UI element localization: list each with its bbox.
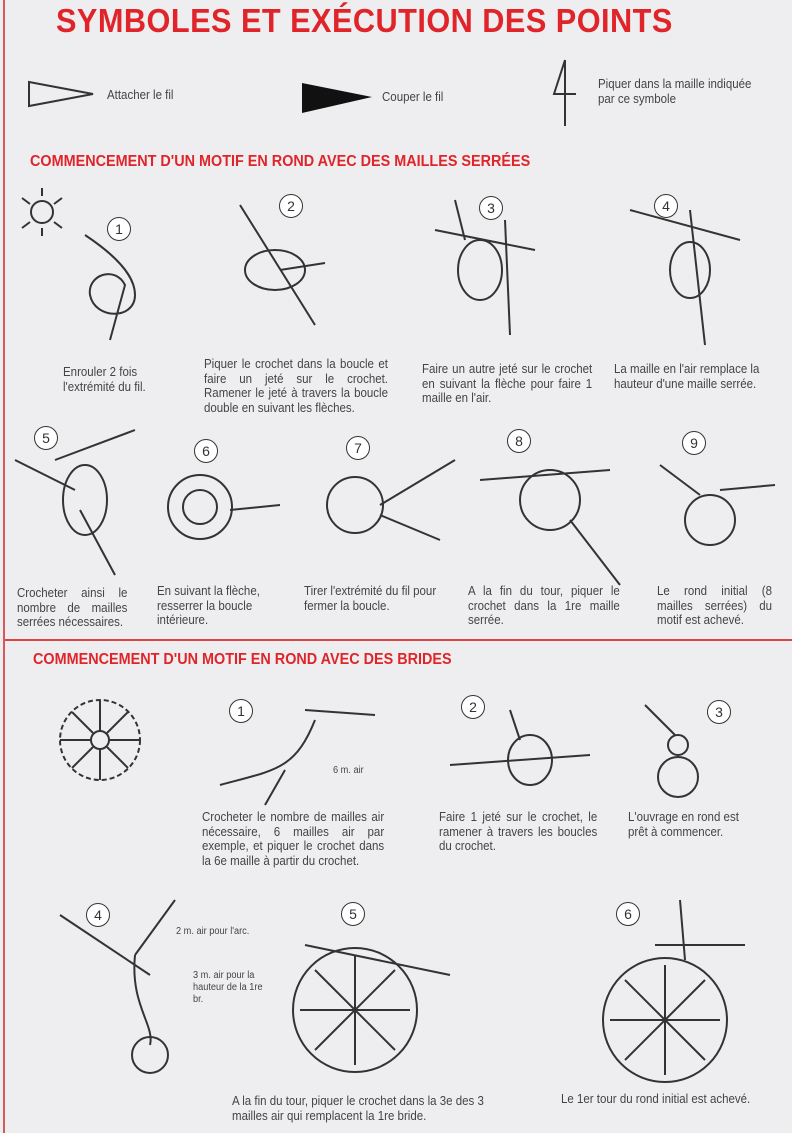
outline-triangle-icon: [28, 80, 94, 108]
step-caption: Tirer l'extrémité du fil pour fermer la …: [304, 584, 437, 613]
step-caption: La maille en l'air remplace la hauteur d…: [614, 362, 760, 391]
step-number: 6: [194, 439, 218, 463]
symbol-label: Attacher le fil: [107, 88, 174, 102]
step-number: 4: [654, 194, 678, 218]
illustration-step4: [629, 209, 741, 346]
chain-label: 2 m. air pour l'arc.: [176, 926, 250, 937]
step-caption: Faire un autre jeté sur le crochet en su…: [422, 362, 593, 405]
page-edge: [3, 0, 5, 1133]
symbol-label: Piquer dans la maille indiquée par ce sy…: [598, 77, 752, 106]
step-number: 5: [341, 902, 365, 926]
illustration-step2: [239, 204, 326, 326]
section-divider: [5, 639, 792, 641]
illustration-step2b: [449, 709, 591, 786]
step-caption: A la fin du tour, piquer le crochet dans…: [468, 584, 620, 627]
step-caption: L'ouvrage en rond est prêt à commencer.: [628, 810, 739, 839]
step-number: 5: [34, 426, 58, 450]
chain-label: 6 m. air: [333, 765, 364, 776]
step-number: 1: [229, 699, 253, 723]
illustration-step9: [659, 464, 776, 546]
illustration-step3b: [644, 704, 699, 798]
step-caption: Enrouler 2 fois l'extrémité du fil.: [63, 365, 146, 394]
step-number: 2: [461, 695, 485, 719]
filled-triangle-icon: [302, 83, 372, 113]
hook-insert-symbol-icon: [552, 59, 576, 126]
step-number: 4: [86, 903, 110, 927]
step-number: 6: [616, 902, 640, 926]
step-number: 9: [682, 431, 706, 455]
stitch-diagram-icon: [21, 188, 63, 236]
step-caption: Crocheter ainsi le nombre de mailles ser…: [17, 586, 128, 629]
illustration-step5b: [292, 944, 451, 1073]
step-caption: En suivant la flèche, resserrer la boucl…: [157, 584, 260, 627]
step-caption: Le rond initial (8 mailles serrées) du m…: [657, 584, 772, 627]
illustration-step8: [479, 469, 621, 586]
step-number: 3: [707, 700, 731, 724]
step-number: 1: [107, 217, 131, 241]
step-caption: Crocheter le nombre de mailles air néces…: [202, 810, 385, 868]
step-number: 7: [346, 436, 370, 460]
chain-label: 3 m. air pour la hauteur de la 1re br.: [193, 970, 263, 1005]
section-heading: COMMENCEMENT D'UN MOTIF EN ROND AVEC DES…: [30, 153, 531, 170]
step-number: 3: [479, 196, 503, 220]
step-caption: Le 1er tour du rond initial est achevé.: [561, 1092, 751, 1106]
illustration-step6b: [602, 899, 745, 1083]
step-number: 8: [507, 429, 531, 453]
step-number: 2: [279, 194, 303, 218]
page-title: SYMBOLES ET EXÉCUTION DES POINTS: [56, 2, 673, 39]
section-heading: COMMENCEMENT D'UN MOTIF EN ROND AVEC DES…: [33, 651, 452, 668]
illustration-step4b: [59, 899, 176, 1074]
illustration-step3: [434, 199, 536, 336]
stitch-diagram-icon: [59, 699, 141, 781]
illustration-step1: [84, 234, 137, 341]
illustration-step7: [326, 459, 456, 541]
symbol-label: Couper le fil: [382, 90, 444, 104]
illustration-step6: [167, 474, 281, 540]
illustration-step1b: [219, 709, 376, 806]
illustration-step5: [14, 429, 136, 576]
step-caption: Faire 1 jeté sur le crochet, le ramener …: [439, 810, 598, 853]
step-caption: Piquer le crochet dans la boucle et fair…: [204, 357, 388, 415]
step-caption: A la fin du tour, piquer le crochet dans…: [232, 1094, 484, 1123]
